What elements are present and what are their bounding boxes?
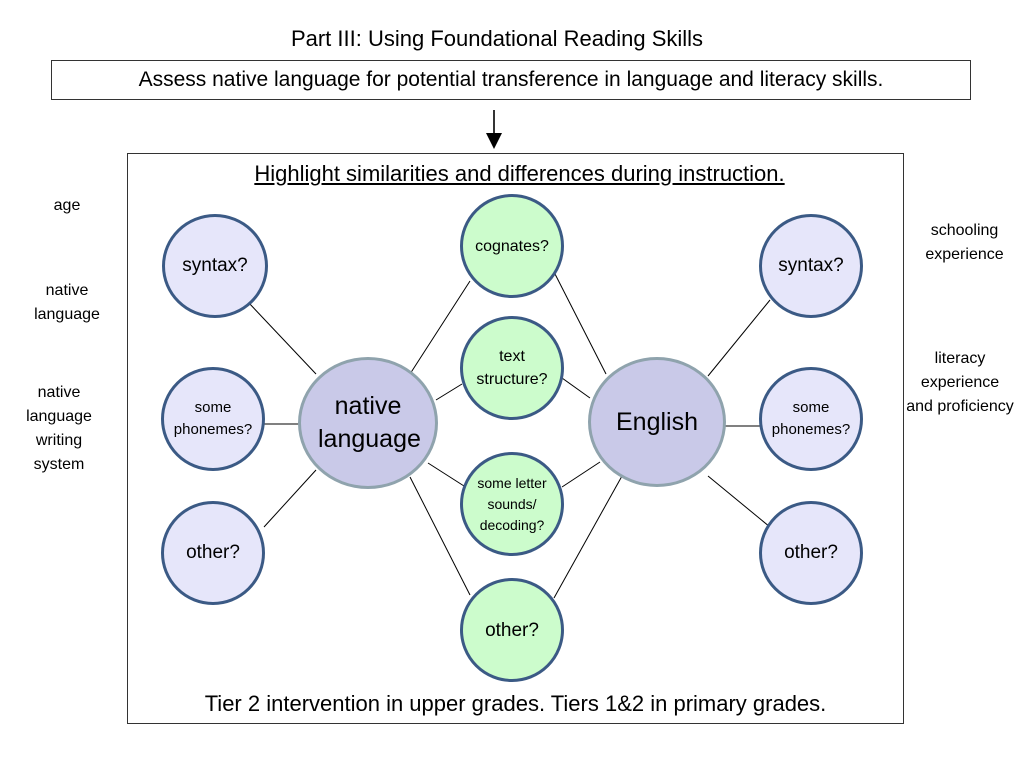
node-left-other-label: other? — [186, 542, 240, 563]
node-text-structure-label: text structure? — [476, 348, 548, 388]
connector-native-text-structure — [435, 383, 463, 401]
node-right-syntax-label: syntax? — [778, 255, 844, 276]
node-left-phonemes-label: some phonemes? — [173, 399, 253, 438]
node-cognates-label: cognates? — [475, 237, 549, 255]
label-literacy-experience: literacy experience and proficiency — [906, 350, 1014, 415]
node-native-language-label: native language — [318, 392, 421, 453]
assess-box: Assess native language for potential tra… — [51, 60, 971, 100]
node-middle-other: other? — [460, 578, 564, 682]
node-native-language: native language — [298, 357, 438, 489]
node-left-syntax-label: syntax? — [182, 255, 248, 276]
connector-english-right-other — [707, 475, 771, 528]
node-letter-sounds-label: some letter sounds/ decoding? — [477, 474, 547, 533]
node-right-other: other? — [759, 501, 863, 605]
connector-native-cognates — [409, 280, 471, 375]
label-schooling-experience: schooling experience — [925, 222, 1004, 263]
label-native-language-writing-system: native language writing system — [26, 384, 92, 473]
connector-english-text-structure — [561, 377, 591, 399]
node-left-syntax: syntax? — [162, 214, 268, 318]
main-box — [127, 153, 904, 724]
node-english-label: English — [616, 407, 698, 436]
footer-text: Tier 2 intervention in upper grades. Tie… — [204, 691, 827, 716]
assess-box-text: Assess native language for potential tra… — [138, 68, 884, 91]
page-title: Part III: Using Foundational Reading Ski… — [290, 26, 704, 51]
connector-english-cognates — [553, 271, 607, 375]
node-left-phonemes: some phonemes? — [161, 367, 265, 471]
connector-native-left-other — [263, 469, 317, 528]
node-right-other-label: other? — [784, 542, 838, 563]
connector-native-left-syntax — [247, 301, 317, 375]
connector-english-letter-sounds — [561, 461, 601, 488]
node-right-phonemes-label: some phonemes? — [771, 399, 851, 438]
label-age: age — [53, 197, 81, 214]
node-left-other: other? — [161, 501, 265, 605]
connector-english-middle-other — [553, 475, 623, 599]
node-letter-sounds: some letter sounds/ decoding? — [460, 452, 564, 556]
connector-english-right-syntax — [707, 299, 771, 377]
node-right-phonemes: some phonemes? — [759, 367, 863, 471]
main-heading: Highlight similarities and differences d… — [254, 161, 785, 186]
connector-native-letter-sounds — [427, 462, 465, 487]
node-cognates: cognates? — [460, 194, 564, 298]
label-native-language: native language — [34, 282, 100, 323]
connector-native-middle-other — [409, 476, 471, 596]
node-middle-other-label: other? — [485, 619, 539, 641]
node-english: English — [588, 357, 726, 487]
node-text-structure: text structure? — [460, 316, 564, 420]
node-right-syntax: syntax? — [759, 214, 863, 318]
